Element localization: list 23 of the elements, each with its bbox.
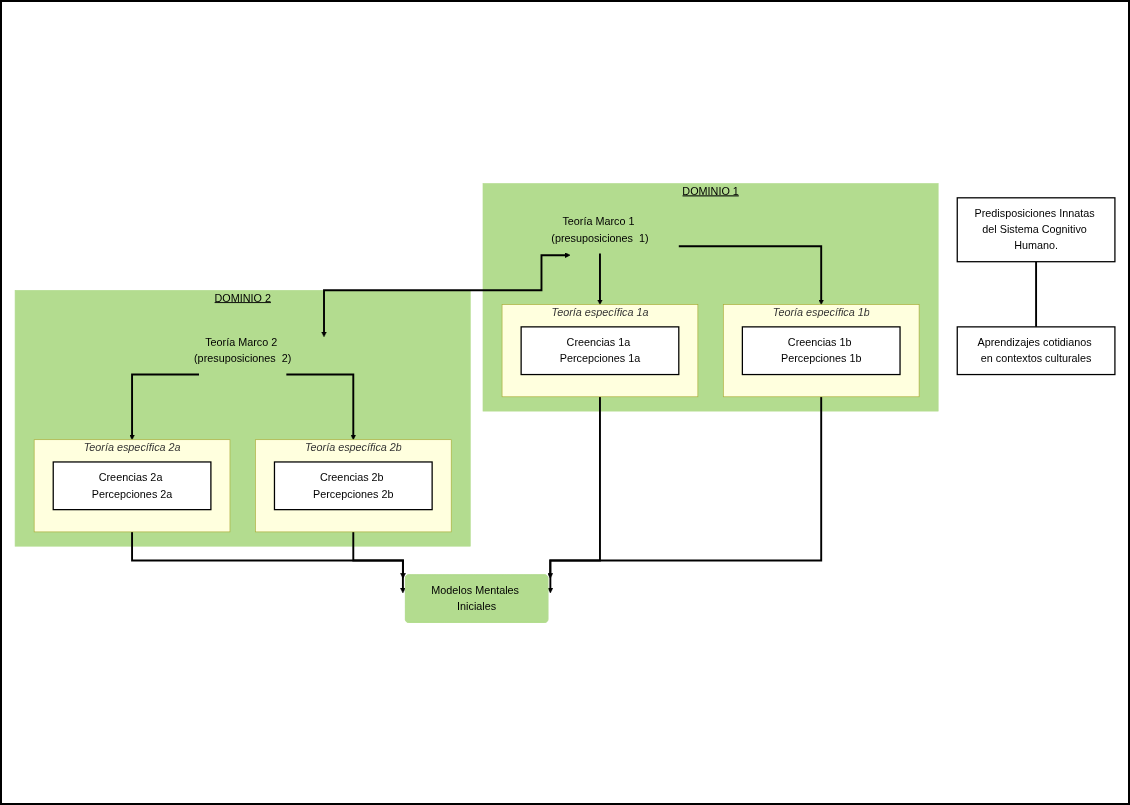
cluster xyxy=(14,289,471,547)
arrow xyxy=(677,244,824,305)
node-text: Teoría Marco 2 (presuposiciones 2) xyxy=(194,335,292,365)
cluster xyxy=(722,303,920,397)
arrow xyxy=(547,395,823,593)
cluster xyxy=(255,438,452,532)
node-box xyxy=(273,460,433,510)
connector xyxy=(1035,260,1038,328)
arrow xyxy=(597,252,603,305)
arrow xyxy=(131,530,406,593)
cluster xyxy=(482,182,939,411)
node-box xyxy=(956,196,1116,262)
arrow xyxy=(129,373,200,440)
arrow xyxy=(321,251,571,337)
node-text: Teoría Marco 1 (presuposiciones 1) xyxy=(551,214,649,244)
node-box xyxy=(956,325,1116,375)
cluster xyxy=(501,303,699,397)
arrow xyxy=(285,373,357,440)
node-box xyxy=(520,325,680,375)
cluster xyxy=(33,438,231,532)
node-box xyxy=(52,460,212,510)
arrow xyxy=(352,530,406,579)
node-box xyxy=(741,325,901,375)
